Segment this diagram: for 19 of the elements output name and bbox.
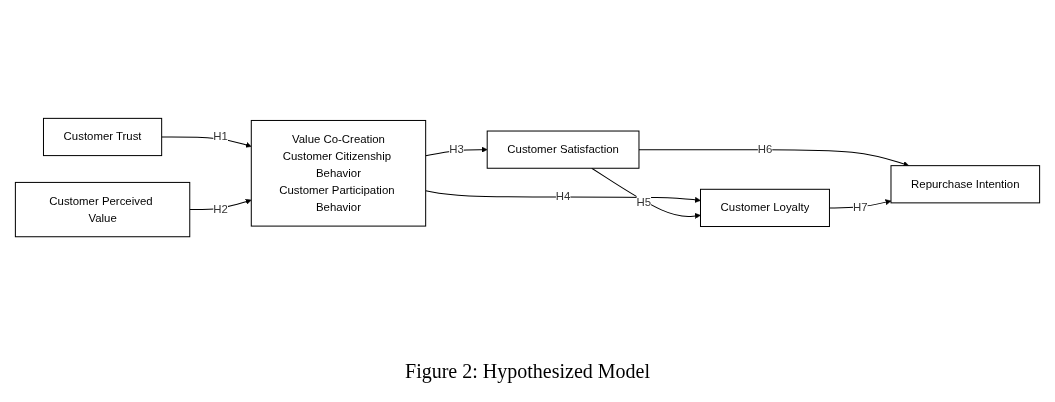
arrow xyxy=(591,167,701,219)
node-box: Customer Loyalty xyxy=(700,188,830,227)
arrow xyxy=(161,136,252,148)
edge-label: H1 xyxy=(213,130,228,144)
node-box: Repurchase Intention xyxy=(890,165,1041,204)
edge-label: H3 xyxy=(449,143,464,156)
node-box: Customer Perceived Value xyxy=(14,181,191,238)
edge-label: H2 xyxy=(213,202,228,216)
node-box: Customer Trust xyxy=(42,117,163,157)
edge-label: H7 xyxy=(852,201,868,215)
arrow xyxy=(425,190,701,203)
arrow xyxy=(638,149,910,167)
node-box: Customer Satisfaction xyxy=(486,130,640,169)
edge-label: H6 xyxy=(757,143,773,156)
node-box: Value Co-Creation Customer Citizenship Behavior Customer Participation Behavior xyxy=(250,119,427,227)
edge-label: H5 xyxy=(636,195,652,209)
figure-caption: Figure 2: Hypothesized Model xyxy=(405,360,650,383)
arrow xyxy=(425,146,488,157)
edge-label: H4 xyxy=(555,190,571,204)
